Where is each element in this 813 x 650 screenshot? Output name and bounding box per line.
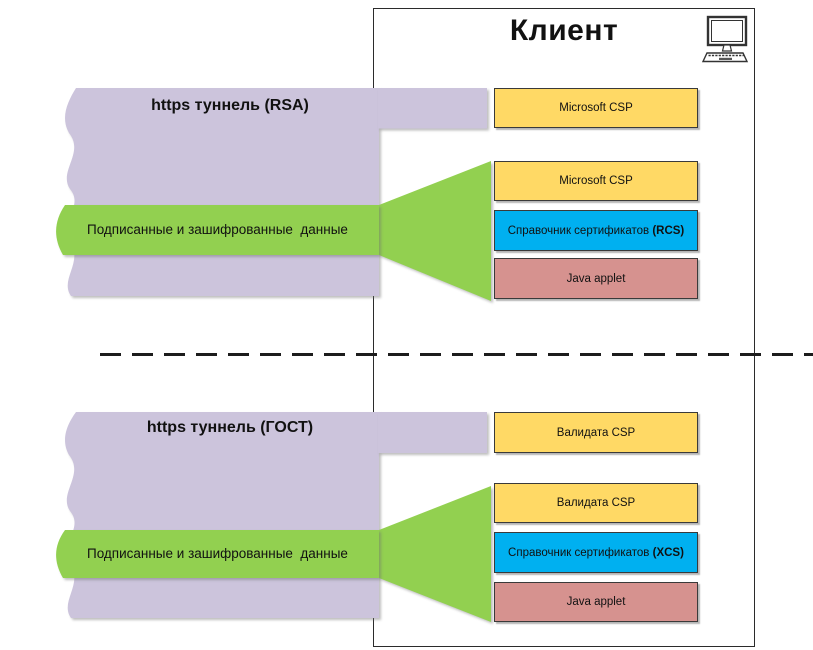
- gost-cert-directory-box: Справочник сертификатов (XCS): [494, 532, 698, 573]
- rsa-java-applet-box: Java applet: [494, 258, 698, 299]
- rsa-stack-csp-label: Microsoft CSP: [559, 175, 633, 187]
- gost-tunnel-banner: [65, 412, 379, 618]
- rsa-cert-directory-box: Справочник сертификатов (RCS): [494, 210, 698, 251]
- gost-java-applet-label: Java applet: [566, 596, 626, 608]
- desktop-computer-icon: [697, 15, 749, 70]
- gost-csp-box: Валидата CSP: [494, 412, 698, 453]
- section-divider: [100, 353, 813, 356]
- rsa-csp-box: Microsoft CSP: [494, 88, 698, 128]
- rsa-payload-label: Подписанные и зашифрованные данные: [87, 222, 348, 237]
- rsa-stack-csp-box: Microsoft CSP: [494, 161, 698, 201]
- client-frame: [373, 8, 755, 647]
- gost-csp-box-label: Валидата CSP: [556, 426, 636, 439]
- rsa-cert-directory-label: Справочник сертификатов (RCS): [507, 224, 685, 237]
- rsa-tunnel-banner: [65, 88, 379, 296]
- gost-payload-label: Подписанные и зашифрованные данные: [87, 546, 348, 561]
- gost-tunnel-label: https туннель (ГОСТ): [146, 419, 314, 436]
- rsa-tunnel-label: https туннель (RSA): [151, 97, 309, 114]
- gost-stack-csp-label: Валидата CSP: [556, 497, 636, 509]
- gost-java-applet-box: Java applet: [494, 582, 698, 622]
- gost-cert-directory-label: Справочник сертификатов (XCS): [508, 546, 684, 559]
- client-title: Клиент: [509, 14, 619, 47]
- rsa-csp-box-label: Microsoft CSP: [559, 102, 633, 114]
- gost-stack-csp-box: Валидата CSP: [494, 483, 698, 523]
- rsa-java-applet-label: Java applet: [566, 272, 626, 285]
